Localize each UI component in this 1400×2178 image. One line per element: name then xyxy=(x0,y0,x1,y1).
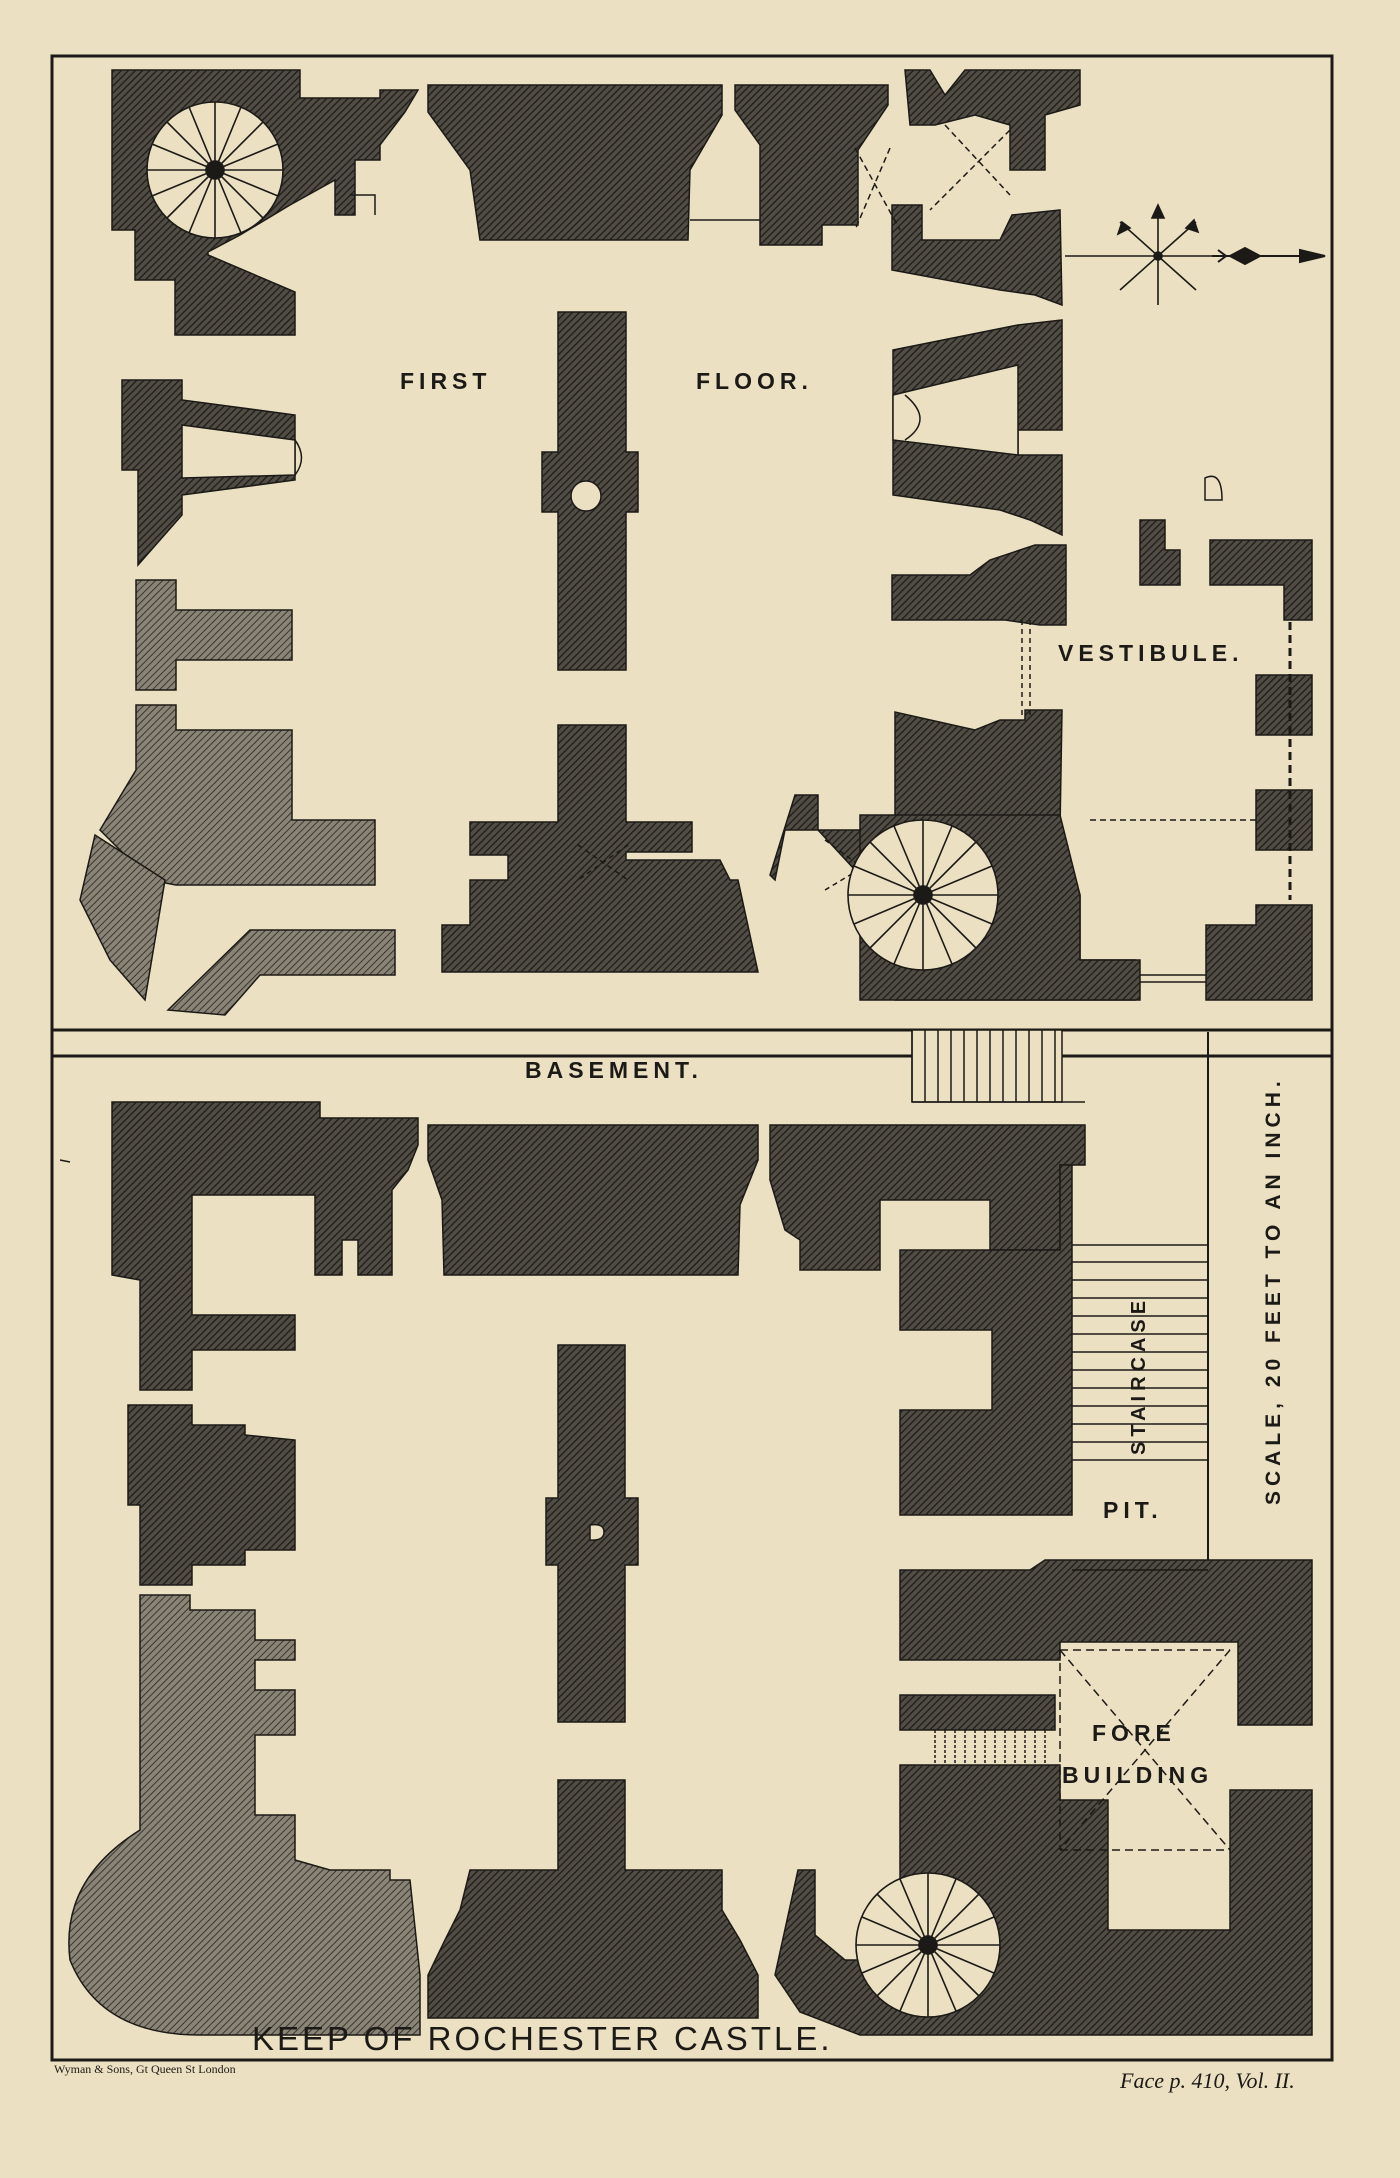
north-wall-center xyxy=(427,84,723,241)
north-arrow-icon xyxy=(1212,246,1326,266)
face-page-reference: Face p. 410, Vol. II. xyxy=(1120,2068,1295,2093)
first-floor-plan xyxy=(79,69,1313,1016)
first-floor-details xyxy=(181,124,1292,983)
basement-south-center xyxy=(427,1779,759,2019)
basement-fore-wall xyxy=(899,1694,1056,1731)
basement-nw xyxy=(111,1101,419,1391)
basement-west-1 xyxy=(127,1404,296,1586)
label-fore: FORE xyxy=(1092,1720,1176,1746)
sw-tower-b xyxy=(166,929,396,1016)
ne-tower-north xyxy=(904,69,1081,171)
basement-se-left xyxy=(774,1764,1313,2036)
scale-label: SCALE, 20 FEET TO AN INCH. xyxy=(1262,1076,1285,1505)
label-basement: BASEMENT. xyxy=(525,1057,703,1083)
ne-tower-wall xyxy=(891,204,1063,307)
south-central-block xyxy=(441,724,759,973)
west-wall-2 xyxy=(135,579,293,691)
compass-rose-icon xyxy=(1065,203,1258,305)
vestibule-piece-1 xyxy=(1139,519,1181,586)
label-pit: PIT. xyxy=(1103,1497,1163,1523)
spiral-stair-basement-icon xyxy=(855,1872,1001,2018)
basement-north-center xyxy=(427,1124,759,1276)
lower-frame xyxy=(50,1028,1334,2062)
basement-north-east xyxy=(769,1124,1086,1271)
west-wall-3 xyxy=(99,704,376,886)
vestibule-pier-3 xyxy=(1205,904,1313,1001)
printer-imprint: Wyman & Sons, Gt Queen St London xyxy=(54,2062,236,2076)
north-wall-east xyxy=(734,84,889,246)
vestibule-piece-2 xyxy=(1209,539,1313,621)
label-vestibule: VESTIBULE. xyxy=(1058,640,1244,666)
basement-east-wall xyxy=(899,1164,1073,1516)
vestibule-pier-2 xyxy=(1255,789,1313,851)
basement-plan xyxy=(68,1101,1313,2036)
label-building: BUILDING xyxy=(1062,1762,1214,1788)
spiral-stair-icon xyxy=(146,101,284,239)
label-first: FIRST xyxy=(400,368,492,394)
label-staircase: STAIRCASE xyxy=(1128,1295,1150,1455)
vestibule-pier-1 xyxy=(1255,674,1313,736)
sw-tower-a xyxy=(79,833,166,1002)
label-floor: FLOOR. xyxy=(696,368,813,394)
basement-details xyxy=(59,1029,1231,1851)
plate-title: KEEP OF ROCHESTER CASTLE. xyxy=(252,2020,833,2057)
outer-frame xyxy=(50,54,1334,1058)
basement-west-2 xyxy=(68,1594,421,2036)
east-wall-lower xyxy=(891,544,1067,626)
spiral-stair-se-icon xyxy=(847,819,999,971)
basement-fore-north xyxy=(899,1559,1313,1726)
